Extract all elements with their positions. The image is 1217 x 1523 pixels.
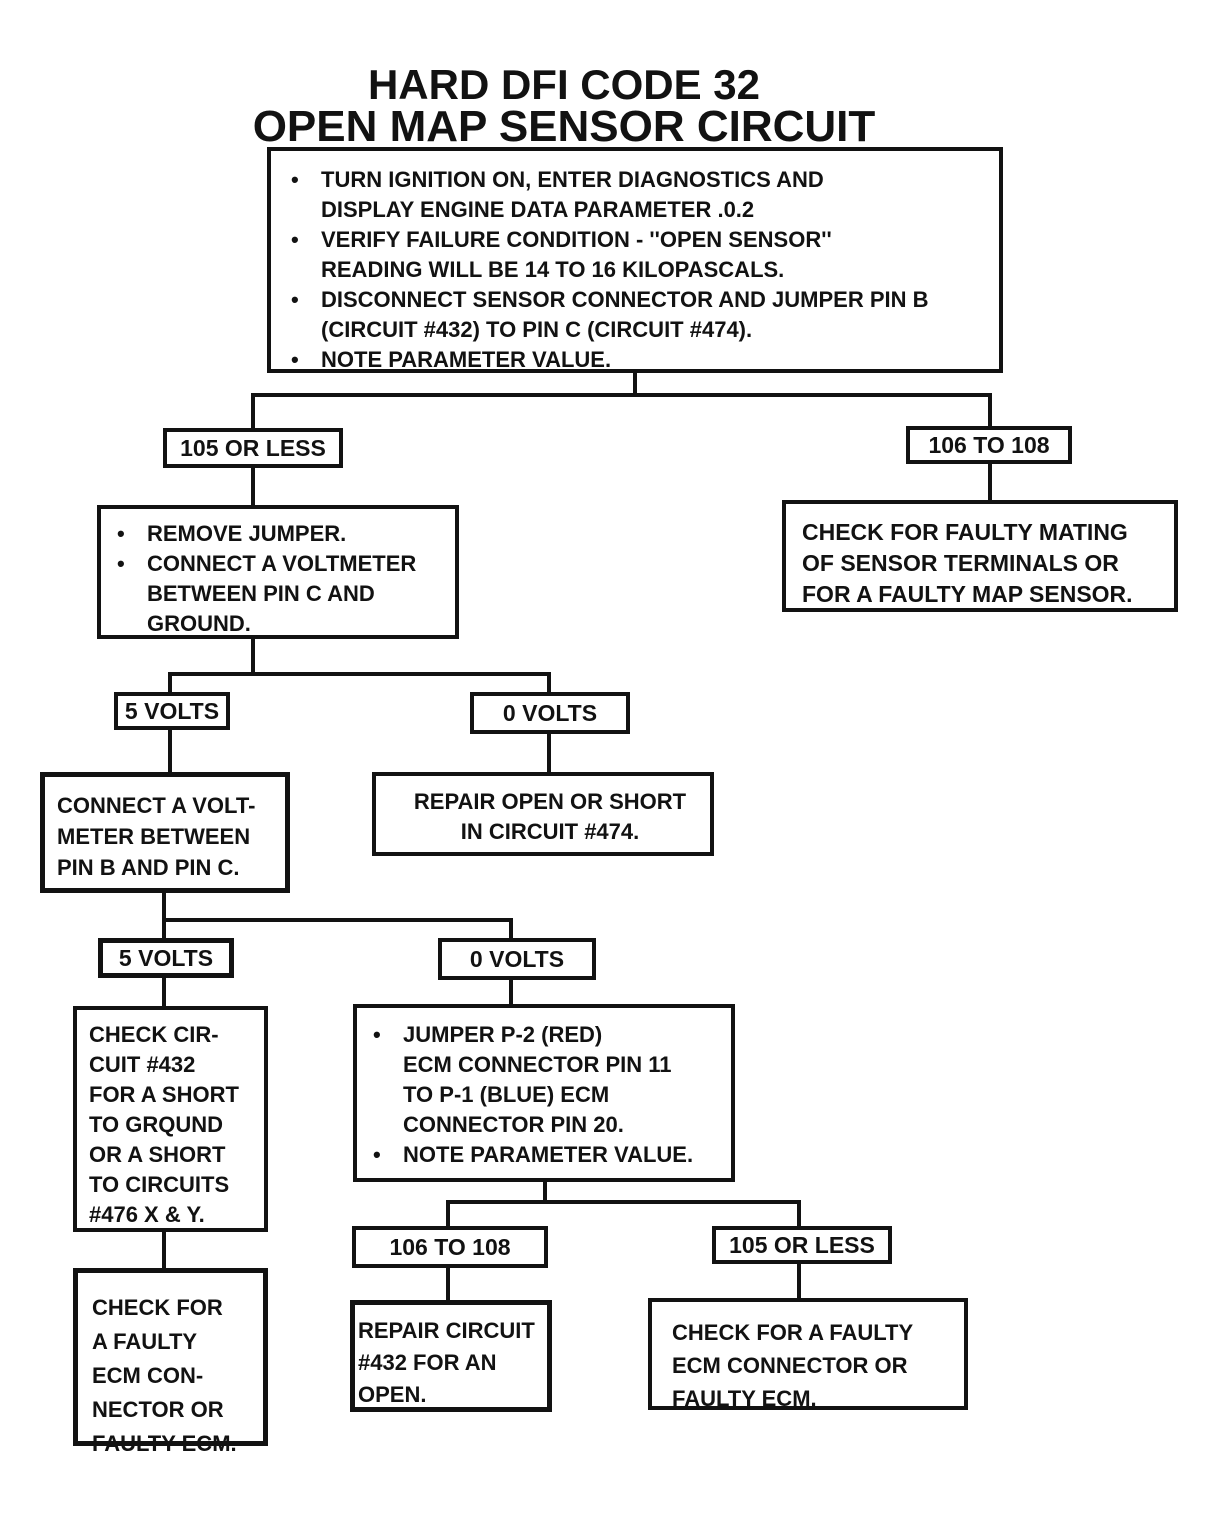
connector-line [251, 635, 255, 676]
page-title-line1: HARD DFI CODE 32 [367, 61, 761, 108]
start-bullet-4-text: NOTE PARAMETER VALUE. [321, 347, 612, 372]
bullet-icon: • [373, 1022, 381, 1047]
connector-line [168, 672, 551, 676]
node-start-instructions: • TURN IGNITION ON, ENTER DIAGNOSTICS AN… [267, 147, 1003, 373]
jumper-p2-bullet-1: • JUMPER P-2 (RED) ECM CONNECTOR PIN 11 … [373, 1020, 723, 1140]
branch-label-106-to-108-top: 106 TO 108 [906, 426, 1072, 464]
connector-line [547, 732, 551, 774]
connector-line [509, 918, 513, 942]
connector-line [509, 978, 513, 1006]
remove-jumper-bullet-1-text: REMOVE JUMPER. [147, 521, 347, 546]
jumper-p2-bullet-1-text: JUMPER P-2 (RED) ECM CONNECTOR PIN 11 TO… [403, 1022, 672, 1137]
branch-label-5-volts-2: 5 VOLTS [98, 938, 234, 978]
branch-label-5-volts-1: 5 VOLTS [114, 692, 230, 730]
node-repair-circuit-474: REPAIR OPEN OR SHORT IN CIRCUIT #474. [372, 772, 714, 856]
connector-line [633, 370, 637, 397]
connector-line [162, 918, 166, 942]
connector-line [168, 728, 172, 774]
remove-jumper-bullet-1: • REMOVE JUMPER. [117, 519, 447, 549]
bullet-icon: • [117, 521, 125, 546]
connector-line [162, 1230, 166, 1270]
node-check-faulty-mating: CHECK FOR FAULTY MATING OF SENSOR TERMIN… [782, 500, 1178, 612]
connector-line [797, 1200, 801, 1228]
branch-label-106-to-108-bottom: 106 TO 108 [352, 1226, 548, 1268]
start-bullet-3: • DISCONNECT SENSOR CONNECTOR AND JUMPER… [291, 285, 985, 345]
branch-label-0-volts-1: 0 VOLTS [470, 692, 630, 734]
connector-line [988, 462, 992, 504]
start-bullet-4: • NOTE PARAMETER VALUE. [291, 345, 985, 375]
connector-line [547, 672, 551, 696]
connector-line [543, 1180, 547, 1204]
bullet-icon: • [291, 227, 299, 252]
node-remove-jumper: • REMOVE JUMPER. • CONNECT A VOLTMETER B… [97, 505, 459, 639]
page-title: HARD DFI CODE 32 OPEN MAP SENSOR CIRCUIT [0, 61, 1128, 151]
connector-line [797, 1262, 801, 1300]
connector-line [251, 466, 255, 508]
bullet-icon: • [291, 167, 299, 192]
start-bullet-1: • TURN IGNITION ON, ENTER DIAGNOSTICS AN… [291, 165, 985, 225]
connector-line [251, 393, 255, 430]
branch-label-105-or-less-bottom: 105 OR LESS [712, 1226, 892, 1264]
start-bullet-2-text: VERIFY FAILURE CONDITION - ''OPEN SENSOR… [321, 227, 832, 282]
connector-line [446, 1200, 801, 1204]
connector-line [162, 918, 513, 922]
node-voltmeter-pin-b-c: CONNECT A VOLT- METER BETWEEN PIN B AND … [40, 772, 290, 893]
connector-line [162, 891, 166, 922]
node-jumper-p2-ecm: • JUMPER P-2 (RED) ECM CONNECTOR PIN 11 … [353, 1004, 735, 1182]
connector-line [988, 393, 992, 428]
connector-line [162, 976, 166, 1008]
node-faulty-ecm-connector-left: CHECK FOR A FAULTY ECM CON- NECTOR OR FA… [73, 1268, 268, 1456]
connector-line [251, 393, 992, 397]
connector-line [446, 1200, 450, 1228]
bullet-icon: • [291, 287, 299, 312]
start-bullet-2: • VERIFY FAILURE CONDITION - ''OPEN SENS… [291, 225, 985, 285]
jumper-p2-bullet-2: • NOTE PARAMETER VALUE. [373, 1140, 723, 1170]
start-bullet-1-text: TURN IGNITION ON, ENTER DIAGNOSTICS AND … [321, 167, 824, 222]
node-repair-circuit-432-open: REPAIR CIRCUIT #432 FOR AN OPEN. [350, 1300, 552, 1412]
bullet-icon: • [117, 551, 125, 576]
remove-jumper-bullet-2: • CONNECT A VOLTMETER BETWEEN PIN C AND … [117, 549, 447, 639]
connector-line [168, 672, 172, 696]
page-title-line2: OPEN MAP SENSOR CIRCUIT [252, 102, 876, 151]
bullet-icon: • [291, 347, 299, 372]
jumper-p2-bullet-2-text: NOTE PARAMETER VALUE. [403, 1142, 694, 1167]
connector-line [446, 1266, 450, 1302]
start-bullet-3-text: DISCONNECT SENSOR CONNECTOR AND JUMPER P… [321, 287, 929, 342]
remove-jumper-bullet-2-text: CONNECT A VOLTMETER BETWEEN PIN C AND GR… [147, 551, 417, 636]
branch-label-105-or-less-top: 105 OR LESS [163, 428, 343, 468]
node-faulty-ecm-connector-right: CHECK FOR A FAULTY ECM CONNECTOR OR FAUL… [648, 1298, 968, 1411]
branch-label-0-volts-2: 0 VOLTS [438, 938, 596, 980]
node-check-circuit-432-short: CHECK CIR- CUIT #432 FOR A SHORT TO GRQU… [73, 1006, 268, 1232]
bullet-icon: • [373, 1142, 381, 1167]
